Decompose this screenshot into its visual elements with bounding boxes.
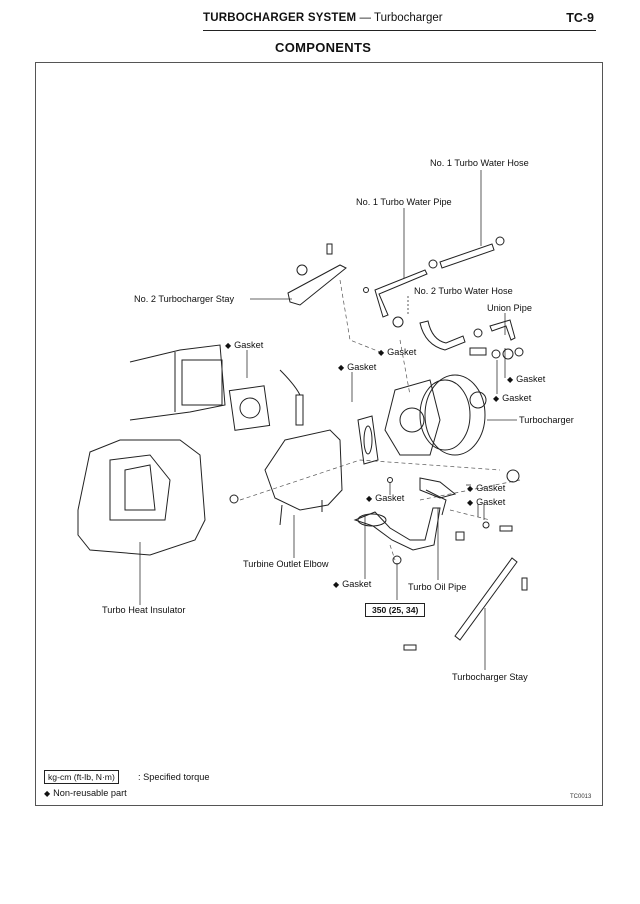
non-reusable-diamond-icon: ◆ bbox=[44, 789, 51, 798]
label-turbo-heat-insulator: Turbo Heat Insulator bbox=[102, 605, 186, 615]
no1-turbo-water-hose-part bbox=[428, 236, 505, 269]
non-reusable-diamond-icon: ◆ bbox=[467, 484, 474, 493]
label-gasket-oil-2: ◆Gasket bbox=[366, 493, 405, 503]
label-no1-turbo-water-pipe: No. 1 Turbo Water Pipe bbox=[356, 197, 452, 207]
turbo-heat-insulator-part bbox=[77, 439, 206, 556]
no2-turbocharger-stay-part bbox=[287, 243, 347, 306]
leader-lines bbox=[139, 170, 517, 670]
diagram-frame bbox=[35, 62, 603, 806]
header-separator: — bbox=[359, 12, 372, 24]
page-header: TURBOCHARGER SYSTEM — Turbocharger TC-9 bbox=[203, 8, 596, 31]
header-title: TURBOCHARGER SYSTEM — Turbocharger bbox=[203, 12, 443, 24]
label-gasket-flange: ◆Gasket bbox=[225, 340, 264, 350]
label-gasket-oil-1: ◆Gasket bbox=[467, 483, 506, 493]
label-gasket-oil-inlet: ◆Gasket bbox=[333, 579, 372, 589]
label-turbine-outlet-elbow: Turbine Outlet Elbow bbox=[243, 559, 329, 569]
legend-torque-desc: : Specified torque bbox=[138, 772, 210, 782]
label-turbocharger: Turbocharger bbox=[519, 415, 574, 425]
label-gasket-union-2: ◆Gasket bbox=[493, 393, 532, 403]
turbocharger-part bbox=[384, 374, 487, 456]
page-number: TC-9 bbox=[566, 11, 594, 25]
header-subsection: Turbocharger bbox=[374, 12, 443, 24]
non-reusable-diamond-icon: ◆ bbox=[507, 375, 514, 384]
non-reusable-diamond-icon: ◆ bbox=[338, 363, 345, 372]
no2-turbo-water-hose-part bbox=[419, 320, 466, 351]
label-gasket-oil-3: ◆Gasket bbox=[467, 497, 506, 507]
turbo-oil-pipe-part bbox=[353, 469, 520, 565]
torque-spec-box: 350 (25, 34) bbox=[365, 603, 426, 617]
label-no1-turbo-water-hose: No. 1 Turbo Water Hose bbox=[430, 158, 529, 168]
label-turbocharger-stay: Turbocharger Stay bbox=[452, 672, 528, 682]
exhaust-pipe-part bbox=[129, 344, 226, 421]
label-no2-turbocharger-stay: No. 2 Turbocharger Stay bbox=[134, 294, 235, 304]
turbine-outlet-elbow-part bbox=[229, 369, 343, 526]
label-gasket-turbine: ◆Gasket bbox=[338, 362, 377, 372]
label-no2-turbo-water-hose: No. 2 Turbo Water Hose bbox=[414, 286, 513, 296]
header-section: TURBOCHARGER SYSTEM bbox=[203, 12, 357, 24]
label-gasket-union-1: ◆Gasket bbox=[507, 374, 546, 384]
legend-torque-units: kg-cm (ft-lb, N·m) bbox=[44, 770, 119, 784]
legend-non-reusable: ◆Non-reusable part bbox=[44, 788, 127, 798]
label-union-pipe: Union Pipe bbox=[487, 303, 532, 313]
non-reusable-diamond-icon: ◆ bbox=[378, 348, 385, 357]
no1-turbo-water-pipe-part bbox=[363, 269, 428, 328]
union-pipe-part bbox=[469, 319, 524, 360]
non-reusable-diamond-icon: ◆ bbox=[493, 394, 500, 403]
non-reusable-diamond-icon: ◆ bbox=[333, 580, 340, 589]
non-reusable-diamond-icon: ◆ bbox=[225, 341, 232, 350]
label-turbo-oil-pipe: Turbo Oil Pipe bbox=[408, 582, 467, 592]
page-title: COMPONENTS bbox=[275, 40, 372, 55]
label-gasket-water-pipe: ◆Gasket bbox=[378, 347, 417, 357]
turbocharger-stay-part bbox=[403, 557, 528, 651]
turbine-gasket-part bbox=[357, 415, 379, 465]
figure-id: TC0013 bbox=[570, 794, 592, 800]
non-reusable-diamond-icon: ◆ bbox=[366, 494, 373, 503]
flange-gasket-part bbox=[228, 385, 271, 431]
non-reusable-diamond-icon: ◆ bbox=[467, 498, 474, 507]
